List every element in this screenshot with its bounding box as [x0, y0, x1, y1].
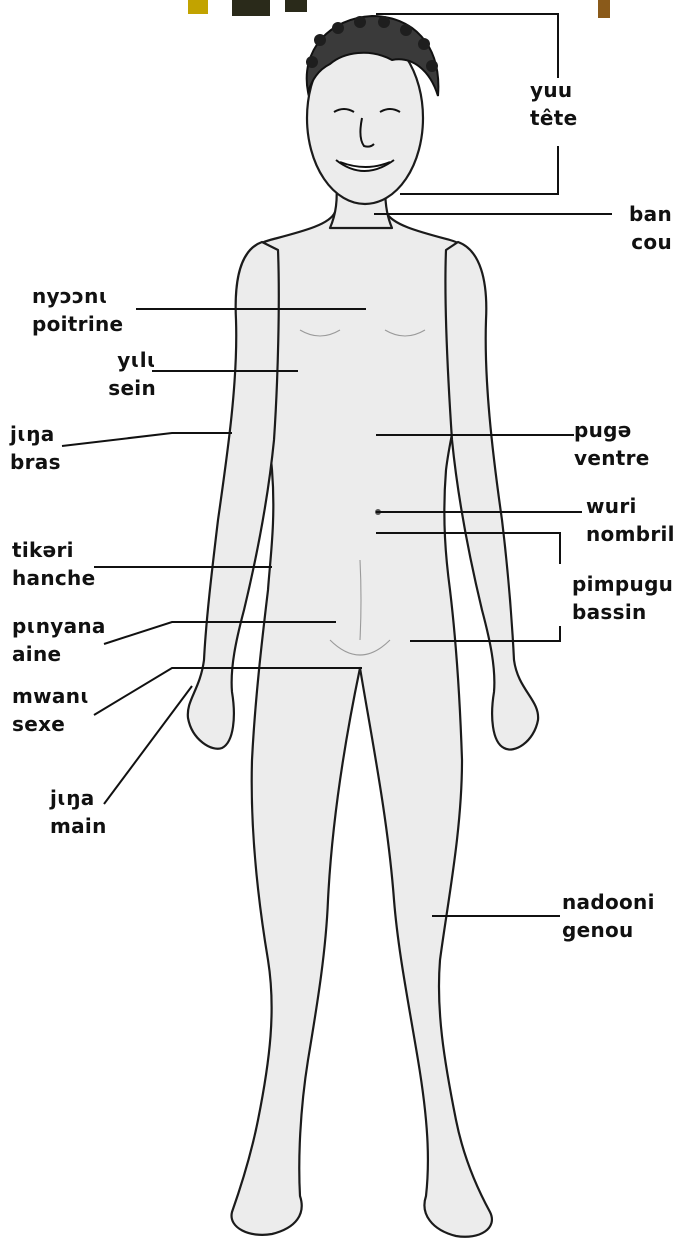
label-breast: yɩlɩ sein — [80, 346, 156, 402]
label-hip-local: tikəri — [12, 536, 95, 564]
label-arm-french: bras — [10, 448, 61, 476]
label-groin-french: aine — [12, 640, 106, 668]
label-knee: nadooni genou — [562, 888, 655, 944]
label-hand-french: main — [50, 812, 107, 840]
label-navel-local: wuri — [586, 492, 675, 520]
label-sex-french: sexe — [12, 710, 89, 738]
label-belly-local: pugə — [574, 416, 650, 444]
label-hand-local: jɩŋa — [50, 784, 107, 812]
label-chest-french: poitrine — [32, 310, 123, 338]
hand-leader — [104, 686, 192, 804]
label-arm-local: jɩŋa — [10, 420, 61, 448]
label-sex: mwanɩ sexe — [12, 682, 89, 738]
label-belly: pugə ventre — [574, 416, 650, 472]
label-chest: nyɔɔnɩ poitrine — [32, 282, 123, 338]
label-hip: tikəri hanche — [12, 536, 95, 592]
label-neck-french: cou — [600, 228, 672, 256]
label-breast-local: yɩlɩ — [80, 346, 156, 374]
label-groin-local: pɩnyana — [12, 612, 106, 640]
label-navel: wuri nombril — [586, 492, 675, 548]
label-knee-local: nadooni — [562, 888, 655, 916]
cropped-title-fragment — [188, 0, 610, 18]
label-pelvis-local: pimpugu — [572, 570, 673, 598]
label-neck: ban cou — [600, 200, 672, 256]
label-groin: pɩnyana aine — [12, 612, 106, 668]
label-belly-french: ventre — [574, 444, 650, 472]
label-neck-local: ban — [600, 200, 672, 228]
label-chest-local: nyɔɔnɩ — [32, 282, 123, 310]
label-sex-local: mwanɩ — [12, 682, 89, 710]
label-head: yuu tête — [530, 76, 577, 132]
label-pelvis-french: bassin — [572, 598, 673, 626]
label-knee-french: genou — [562, 916, 655, 944]
label-pelvis: pimpugu bassin — [572, 570, 673, 626]
label-breast-french: sein — [80, 374, 156, 402]
body-silhouette — [188, 16, 538, 1237]
label-navel-french: nombril — [586, 520, 675, 548]
label-head-french: tête — [530, 104, 577, 132]
label-hip-french: hanche — [12, 564, 95, 592]
label-arm: jɩŋa bras — [10, 420, 61, 476]
right-arm — [445, 242, 538, 750]
label-head-local: yuu — [530, 76, 577, 104]
arm-leader — [62, 433, 232, 446]
label-hand: jɩŋa main — [50, 784, 107, 840]
